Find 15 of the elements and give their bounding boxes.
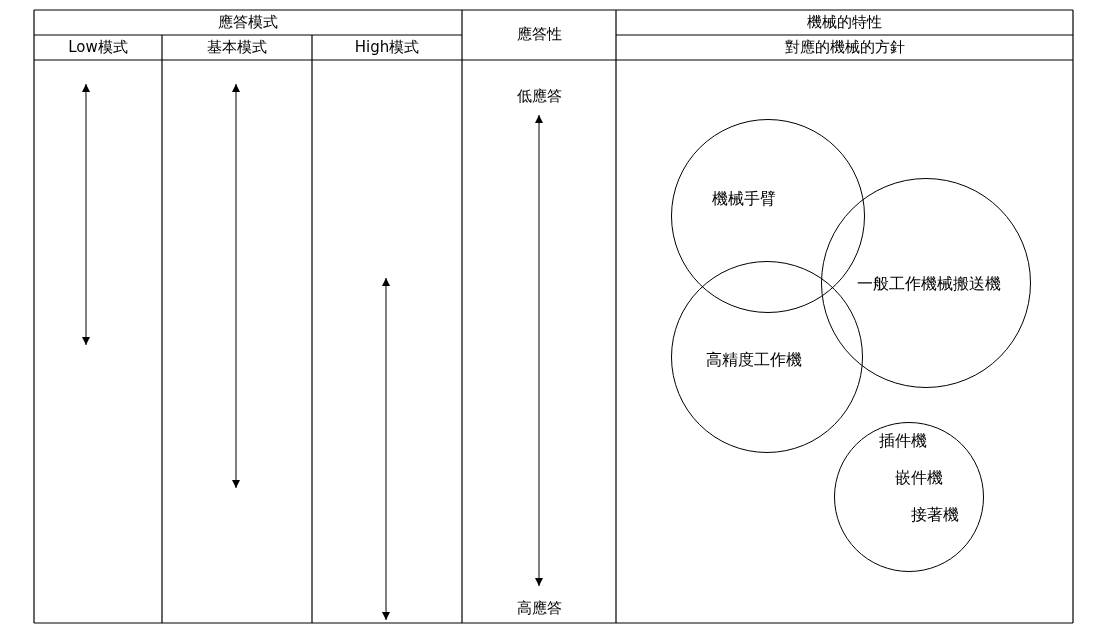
machine-label: 嵌件機: [895, 468, 943, 488]
scale-label: 高應答: [515, 598, 563, 618]
machine-label: 插件機: [879, 431, 927, 451]
column-header: 對應的機械的方針: [783, 37, 906, 57]
column-header: High模式: [353, 37, 421, 57]
column-header: Low模式: [67, 37, 129, 57]
machine-label: 高精度工作機: [706, 350, 802, 370]
column-header: 應答模式: [217, 12, 279, 32]
column-header: 應答性: [515, 24, 563, 44]
column-header: 基本模式: [206, 37, 268, 57]
column-header: 機械的特性: [806, 12, 883, 32]
scale-label: 低應答: [515, 86, 563, 106]
machine-label: 機械手臂: [712, 189, 776, 209]
machine-label: 接著機: [911, 505, 959, 525]
machine-label: 一般工作機械搬送機: [857, 274, 1001, 294]
